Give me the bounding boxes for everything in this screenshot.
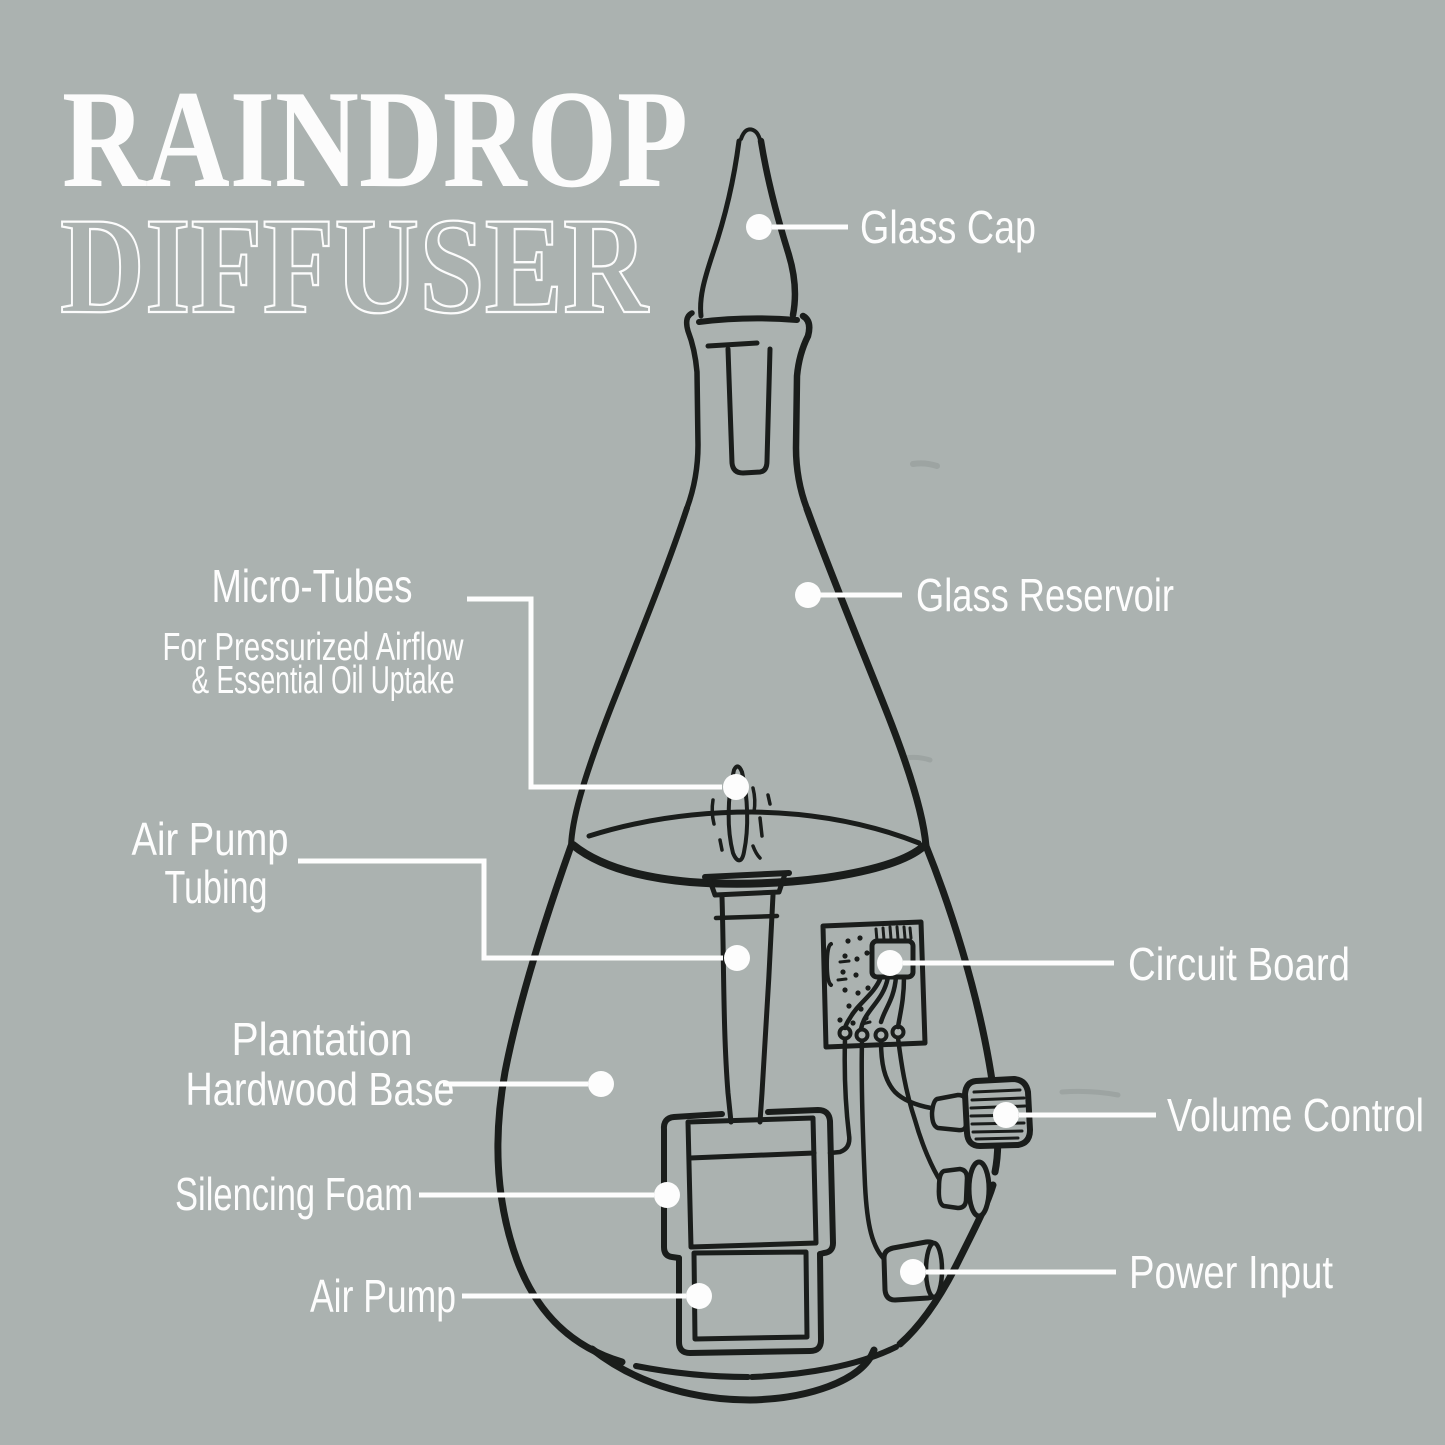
silencing-foam-dot [654, 1182, 680, 1208]
air-pump-tubing-dot [724, 945, 750, 971]
micro-tubes-dot [723, 774, 749, 800]
title-diffuser-outline: DIFFUSER [60, 189, 649, 342]
wire-to-aux-jack [895, 1035, 944, 1185]
label-volume-control: Volume Control [1167, 1089, 1424, 1141]
power-input-dot [900, 1259, 926, 1285]
label-micro-tubes-subtitle-2: & Essential Oil Uptake [192, 659, 455, 702]
air-pump-drawing [685, 1115, 819, 1342]
hardwood-base-drawing [588, 1345, 878, 1404]
fountain-jet-drawing [710, 764, 772, 863]
label-plantation-base-1: Plantation [232, 1013, 413, 1065]
label-circuit-board: Circuit Board [1128, 938, 1350, 990]
wire-to-volume-control [878, 1038, 934, 1111]
wire-to-power-input [859, 1038, 889, 1264]
circuit-board-drawing [820, 919, 928, 1050]
plantation-base-dot [588, 1071, 614, 1097]
aux-jack-drawing [936, 1166, 970, 1211]
glass-cap-dot [746, 214, 772, 240]
glass-reservoir-dot [795, 582, 821, 608]
circuit-board-dot [877, 950, 903, 976]
bottle-collar-drawing [683, 310, 813, 513]
micro-tubes-leader-line [467, 596, 722, 790]
wiring-drawing [827, 1035, 944, 1264]
wire-to-pump [827, 1036, 852, 1156]
label-air-pump-tubing-2: Tubing [165, 861, 268, 913]
label-glass-reservoir: Glass Reservoir [916, 569, 1174, 621]
glass-cap-drawing [696, 127, 800, 476]
page-title: RAINDROP DIFFUSER [59, 62, 688, 343]
volume-connector-drawing [929, 1092, 969, 1133]
label-micro-tubes-subtitle-1: For Pressurized Airflow [163, 626, 465, 669]
riser-tube-drawing [702, 870, 792, 1125]
water-surface-drawing [569, 809, 928, 888]
air-pump-dot [686, 1283, 712, 1309]
label-micro-tubes: Micro-Tubes [212, 560, 413, 612]
silencing-foam-drawing [660, 1107, 836, 1356]
label-glass-cap: Glass Cap [860, 201, 1036, 253]
label-power-input: Power Input [1129, 1246, 1333, 1298]
callout-labels: Glass Cap Glass Reservoir Micro-Tubes Fo… [132, 201, 1425, 1322]
leader-lines [298, 214, 1156, 1309]
volume-control-dot [993, 1102, 1019, 1128]
chip-wires [842, 974, 907, 1032]
label-air-pump-tubing-1: Air Pump [132, 813, 289, 865]
label-silencing-foam: Silencing Foam [175, 1168, 413, 1220]
label-air-pump: Air Pump [310, 1270, 456, 1322]
base-port-hole [966, 1159, 992, 1219]
title-raindrop: RAINDROP [62, 62, 688, 217]
chip-pins [874, 925, 913, 943]
label-plantation-base-2: Hardwood Base [186, 1063, 455, 1115]
diffuser-illustration [494, 127, 1002, 1404]
air-pump-tubing-leader-line [298, 858, 723, 961]
chip [869, 938, 916, 980]
